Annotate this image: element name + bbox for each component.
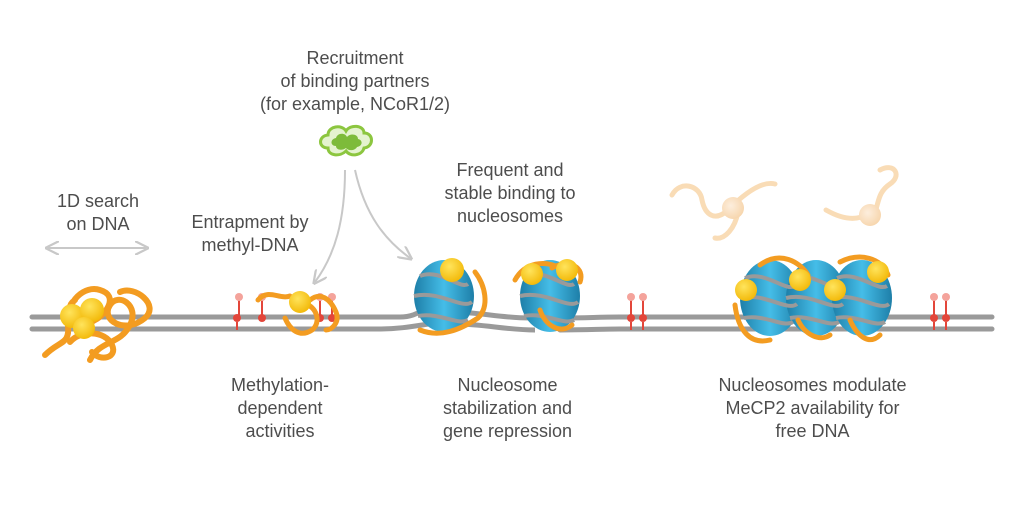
frequent-line-3: nucleosomes bbox=[456, 206, 564, 226]
modulate-line-3: free DNA bbox=[775, 421, 850, 441]
modulate-line-2: MeCP2 availability for bbox=[725, 398, 900, 418]
recruitment-line-2: of binding partners bbox=[280, 71, 430, 91]
methylation-line-3: activities bbox=[245, 421, 315, 441]
methylation-line-2: dependent bbox=[237, 398, 323, 418]
nucleosome-stab-line-3: gene repression bbox=[442, 421, 573, 441]
nucleosome-array bbox=[732, 254, 892, 344]
nucleosome-stab-line-1: Nucleosome bbox=[457, 375, 558, 395]
methylation-label: Methylation- dependent activities bbox=[220, 374, 340, 443]
free-mecp2-2 bbox=[823, 165, 899, 226]
methyl-marks-group-2 bbox=[627, 293, 647, 330]
entrapment-line-1: Entrapment by bbox=[191, 212, 309, 232]
methylation-line-1: Methylation- bbox=[230, 375, 330, 395]
frequent-line-2: stable binding to bbox=[444, 183, 576, 203]
recruitment-arrow-left bbox=[315, 169, 346, 282]
search-line-1: 1D search bbox=[56, 191, 140, 211]
frequent-label: Frequent and stable binding to nucleosom… bbox=[425, 159, 595, 228]
search-label: 1D search on DNA bbox=[38, 190, 158, 236]
entrapment-line-2: methyl-DNA bbox=[201, 235, 299, 255]
entrapment-label: Entrapment by methyl-DNA bbox=[170, 211, 330, 257]
binding-partner-icon bbox=[319, 124, 373, 157]
nucleosome-1 bbox=[413, 258, 488, 336]
nucleosome-stab-line-2: stabilization and bbox=[442, 398, 573, 418]
search-line-2: on DNA bbox=[66, 214, 130, 234]
methyl-marks-group-3 bbox=[930, 293, 950, 330]
recruitment-line-1: Recruitment bbox=[306, 48, 404, 68]
mecp2-entrapped-icon bbox=[255, 291, 340, 336]
frequent-line-1: Frequent and bbox=[456, 160, 564, 180]
modulate-label: Nucleosomes modulate MeCP2 availability … bbox=[695, 374, 930, 443]
modulate-line-1: Nucleosomes modulate bbox=[718, 375, 907, 395]
free-mecp2-1 bbox=[669, 180, 778, 241]
nucleosome-2 bbox=[512, 259, 584, 332]
nucleosome-stabilization-label: Nucleosome stabilization and gene repres… bbox=[420, 374, 595, 443]
recruitment-label: Recruitment of binding partners (for exa… bbox=[230, 47, 480, 116]
recruitment-line-3: (for example, NCoR1/2) bbox=[259, 94, 451, 114]
recruitment-arrow-right bbox=[354, 169, 410, 258]
mecp2-searching-icon bbox=[42, 286, 153, 363]
